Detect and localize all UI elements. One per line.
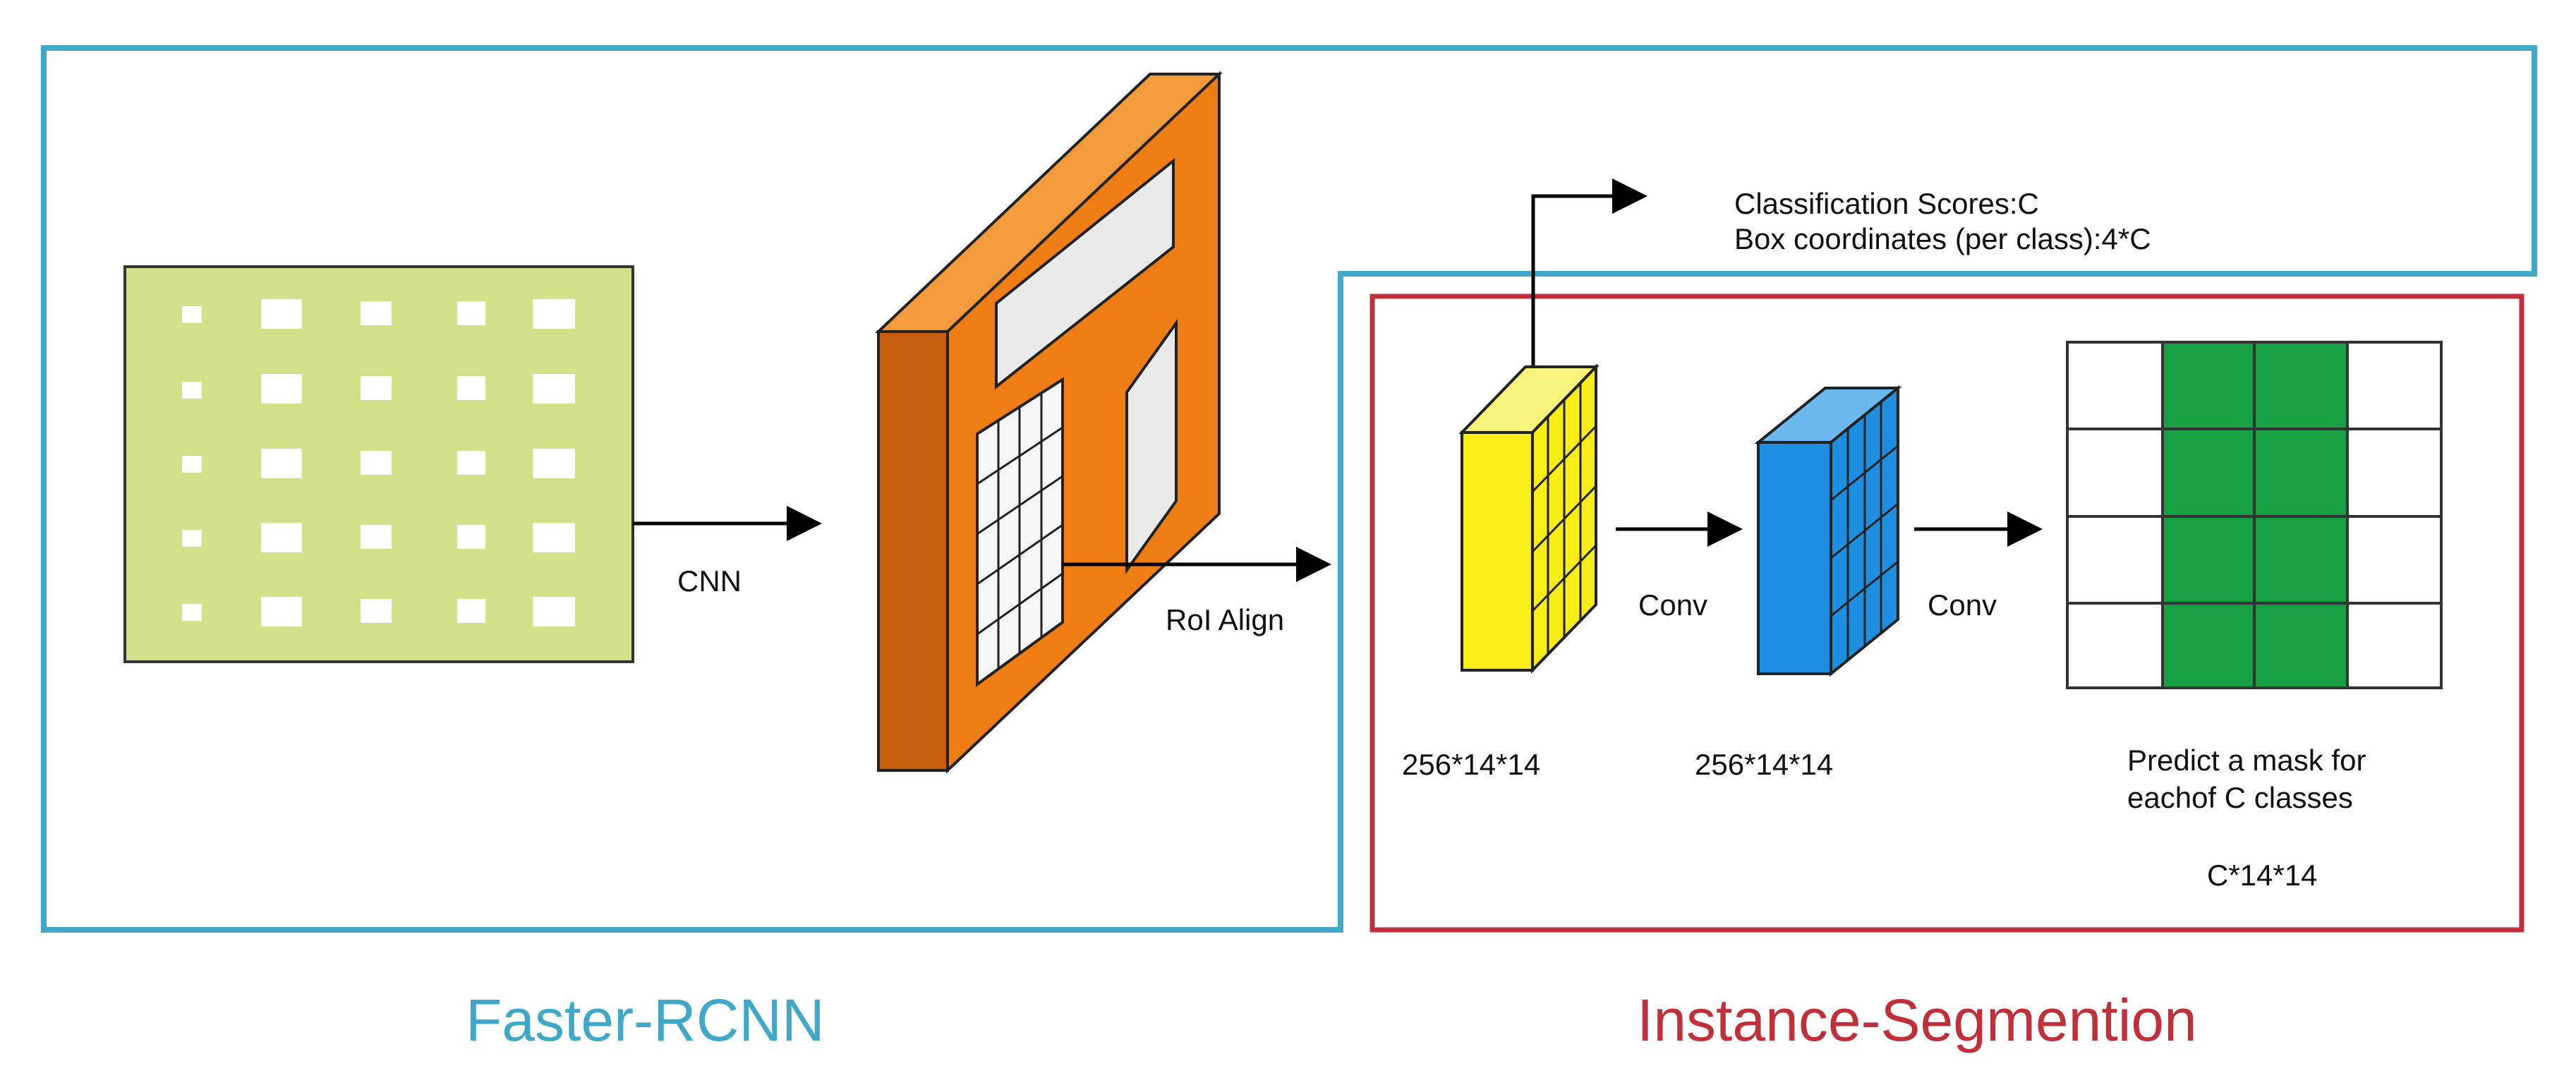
roi-grid-lines: [976, 393, 1063, 669]
box-coordinates-label: Box coordinates (per class):4*C: [1734, 222, 2151, 255]
predicted-mask: [2066, 341, 2443, 689]
backbone-feature-map: [874, 71, 1223, 774]
backbone-window-top: [995, 157, 1175, 390]
roi-align-label: RoI Align: [1166, 603, 1284, 636]
roi-feature-block-blue: [1754, 384, 1902, 677]
cnn-label: CNN: [677, 564, 742, 598]
predict-mask-line-1: Predict a mask for: [2127, 744, 2366, 777]
conv-label-2: Conv: [1928, 588, 1997, 622]
backbone-window-right: [1125, 318, 1178, 575]
dim-label-second: 256*14*14: [1695, 748, 1833, 781]
blue-side-face: [1757, 441, 1832, 675]
roi-feature-block-yellow: [1458, 363, 1600, 674]
input-image: [123, 265, 634, 663]
mask-border: [2066, 341, 2443, 689]
dim-label-first: 256*14*14: [1402, 748, 1540, 781]
input-image-pixels: [182, 299, 575, 626]
blue-grid-lines: [1830, 401, 1899, 660]
yellow-grid-lines: [1531, 383, 1597, 655]
mask-dim-label: C*14*14: [2207, 859, 2317, 892]
instance-segmentation-frame: [1369, 293, 2524, 933]
conv-label-1: Conv: [1638, 588, 1707, 622]
yellow-side-face: [1461, 431, 1534, 672]
faster-rcnn-title: Faster-RCNN: [466, 987, 825, 1053]
mask-grid-lines: [2067, 342, 2441, 688]
backbone-side-face: [877, 330, 949, 772]
instance-segmentation-title: Instance-Segmention: [1637, 987, 2197, 1053]
classification-scores-label: Classification Scores:C: [1734, 187, 2039, 220]
faster-rcnn-frame: [41, 45, 2537, 933]
predict-mask-line-2: eachof C classes: [2127, 781, 2353, 814]
classification-branch-arrow: [1531, 178, 1647, 402]
